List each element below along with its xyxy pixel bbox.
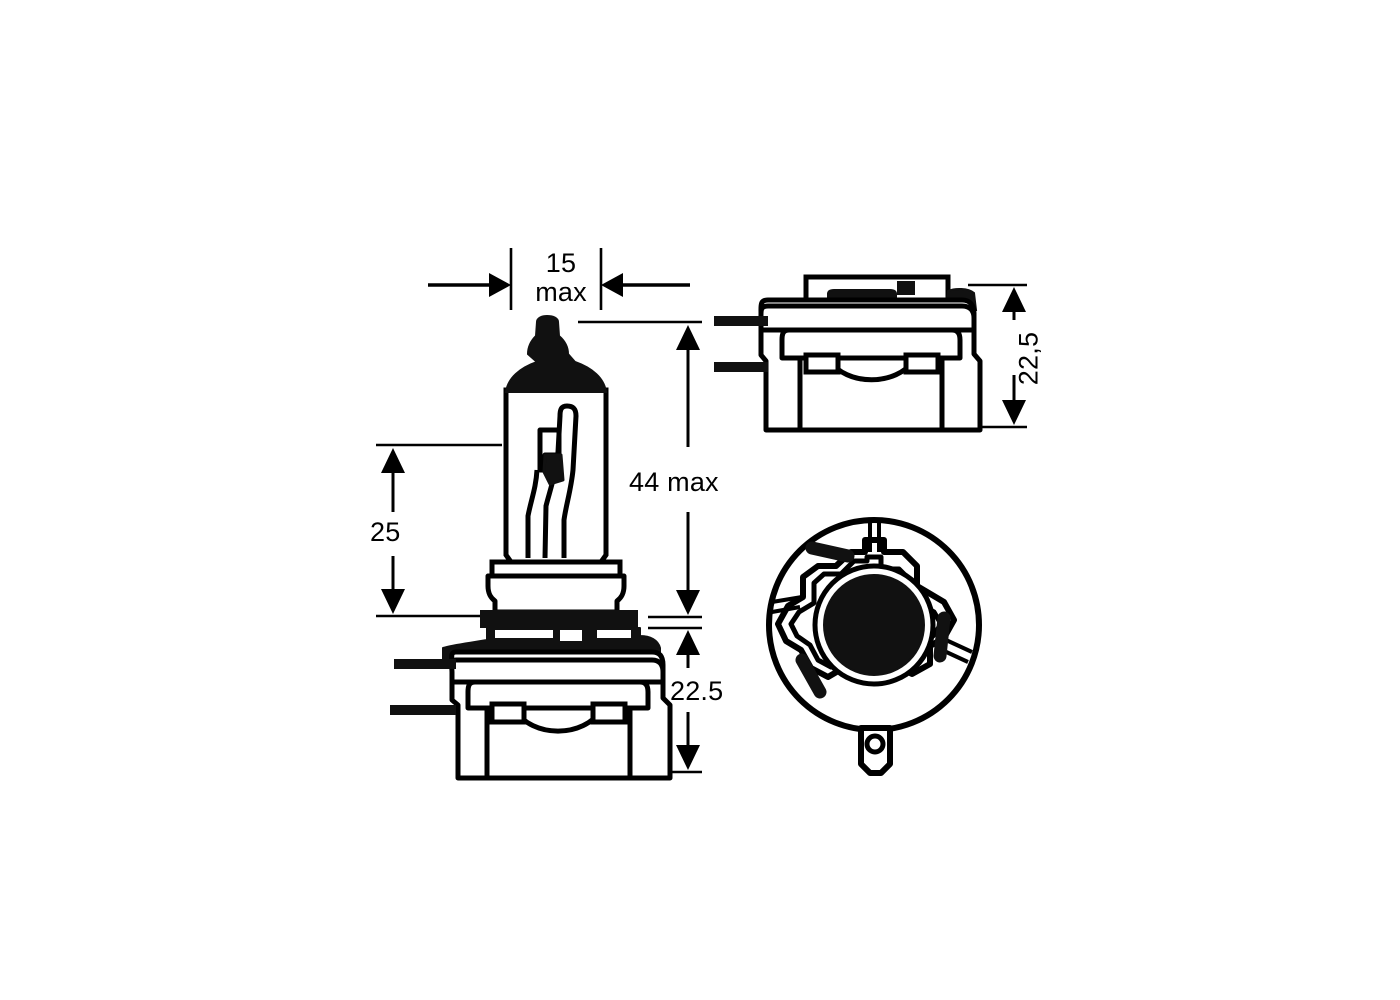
arrowhead-top <box>676 630 700 655</box>
side-keying-notch <box>897 281 915 295</box>
socket-contact-blade-top <box>805 541 855 563</box>
base-top-slot-right <box>597 630 631 638</box>
arrowhead-right <box>601 273 623 297</box>
dimension-label-25: 25 <box>370 517 401 547</box>
dimension-44-max <box>578 320 702 619</box>
terminal-pin-upper <box>394 659 456 669</box>
dimension-label-22-5-front: 22.5 <box>670 676 724 706</box>
filament-support-left <box>525 469 540 558</box>
dimension-label-15-max-line2: max <box>535 277 587 307</box>
filament-support-right <box>561 403 579 558</box>
filament-coil-solid <box>542 453 565 486</box>
arrowhead-bottom <box>381 589 405 614</box>
side-terminal-upper <box>714 316 768 326</box>
arrowhead-bottom <box>676 590 700 615</box>
dimension-label-15-max-line1: 15 <box>545 248 577 278</box>
arrowhead-left <box>489 273 511 297</box>
dimension-15-max <box>428 248 690 310</box>
socket-radial-line-left-upper <box>771 595 803 604</box>
base-metal-body <box>485 573 627 615</box>
dimension-22-5-side <box>968 283 1027 429</box>
dimension-25 <box>376 443 502 618</box>
arrowhead-top <box>1002 287 1026 312</box>
bottom-plan-view <box>766 517 982 776</box>
base-top-slot <box>495 630 553 638</box>
socket-radial-line-left-lower <box>771 605 801 614</box>
socket-tab-hole <box>864 733 886 755</box>
socket-bore-solid <box>823 574 925 676</box>
front-elevation-view <box>390 314 673 781</box>
side-connector-pocket <box>779 327 963 361</box>
arrowhead-bottom <box>676 745 700 770</box>
side-tab-right <box>903 352 941 375</box>
bulb-tip-seal <box>504 314 608 393</box>
socket-radial-line-right-upper <box>945 638 973 654</box>
socket-contact-blade-left <box>795 653 827 699</box>
side-terminal-lower <box>714 362 768 372</box>
reference-flange-ring <box>480 610 638 628</box>
dimension-label-22-5-side: 22,5 <box>1013 331 1044 386</box>
socket-contact-blade-right <box>933 611 951 663</box>
arrowhead-top <box>676 325 700 350</box>
connector-tab-right <box>590 701 628 725</box>
arrowhead-top <box>381 448 405 473</box>
side-tab-left <box>803 352 841 375</box>
base-keying-notch <box>560 630 582 641</box>
arrowhead-bottom <box>1002 400 1026 425</box>
dimension-label-44-max: 44 max <box>629 467 719 497</box>
connector-shoulder <box>448 657 666 685</box>
connector-tab-left <box>489 701 527 725</box>
side-connector-shoulder <box>758 303 977 333</box>
terminal-pin-lower <box>390 705 456 715</box>
side-elevation-view <box>714 274 983 433</box>
dimension-22-5-front <box>648 626 702 774</box>
